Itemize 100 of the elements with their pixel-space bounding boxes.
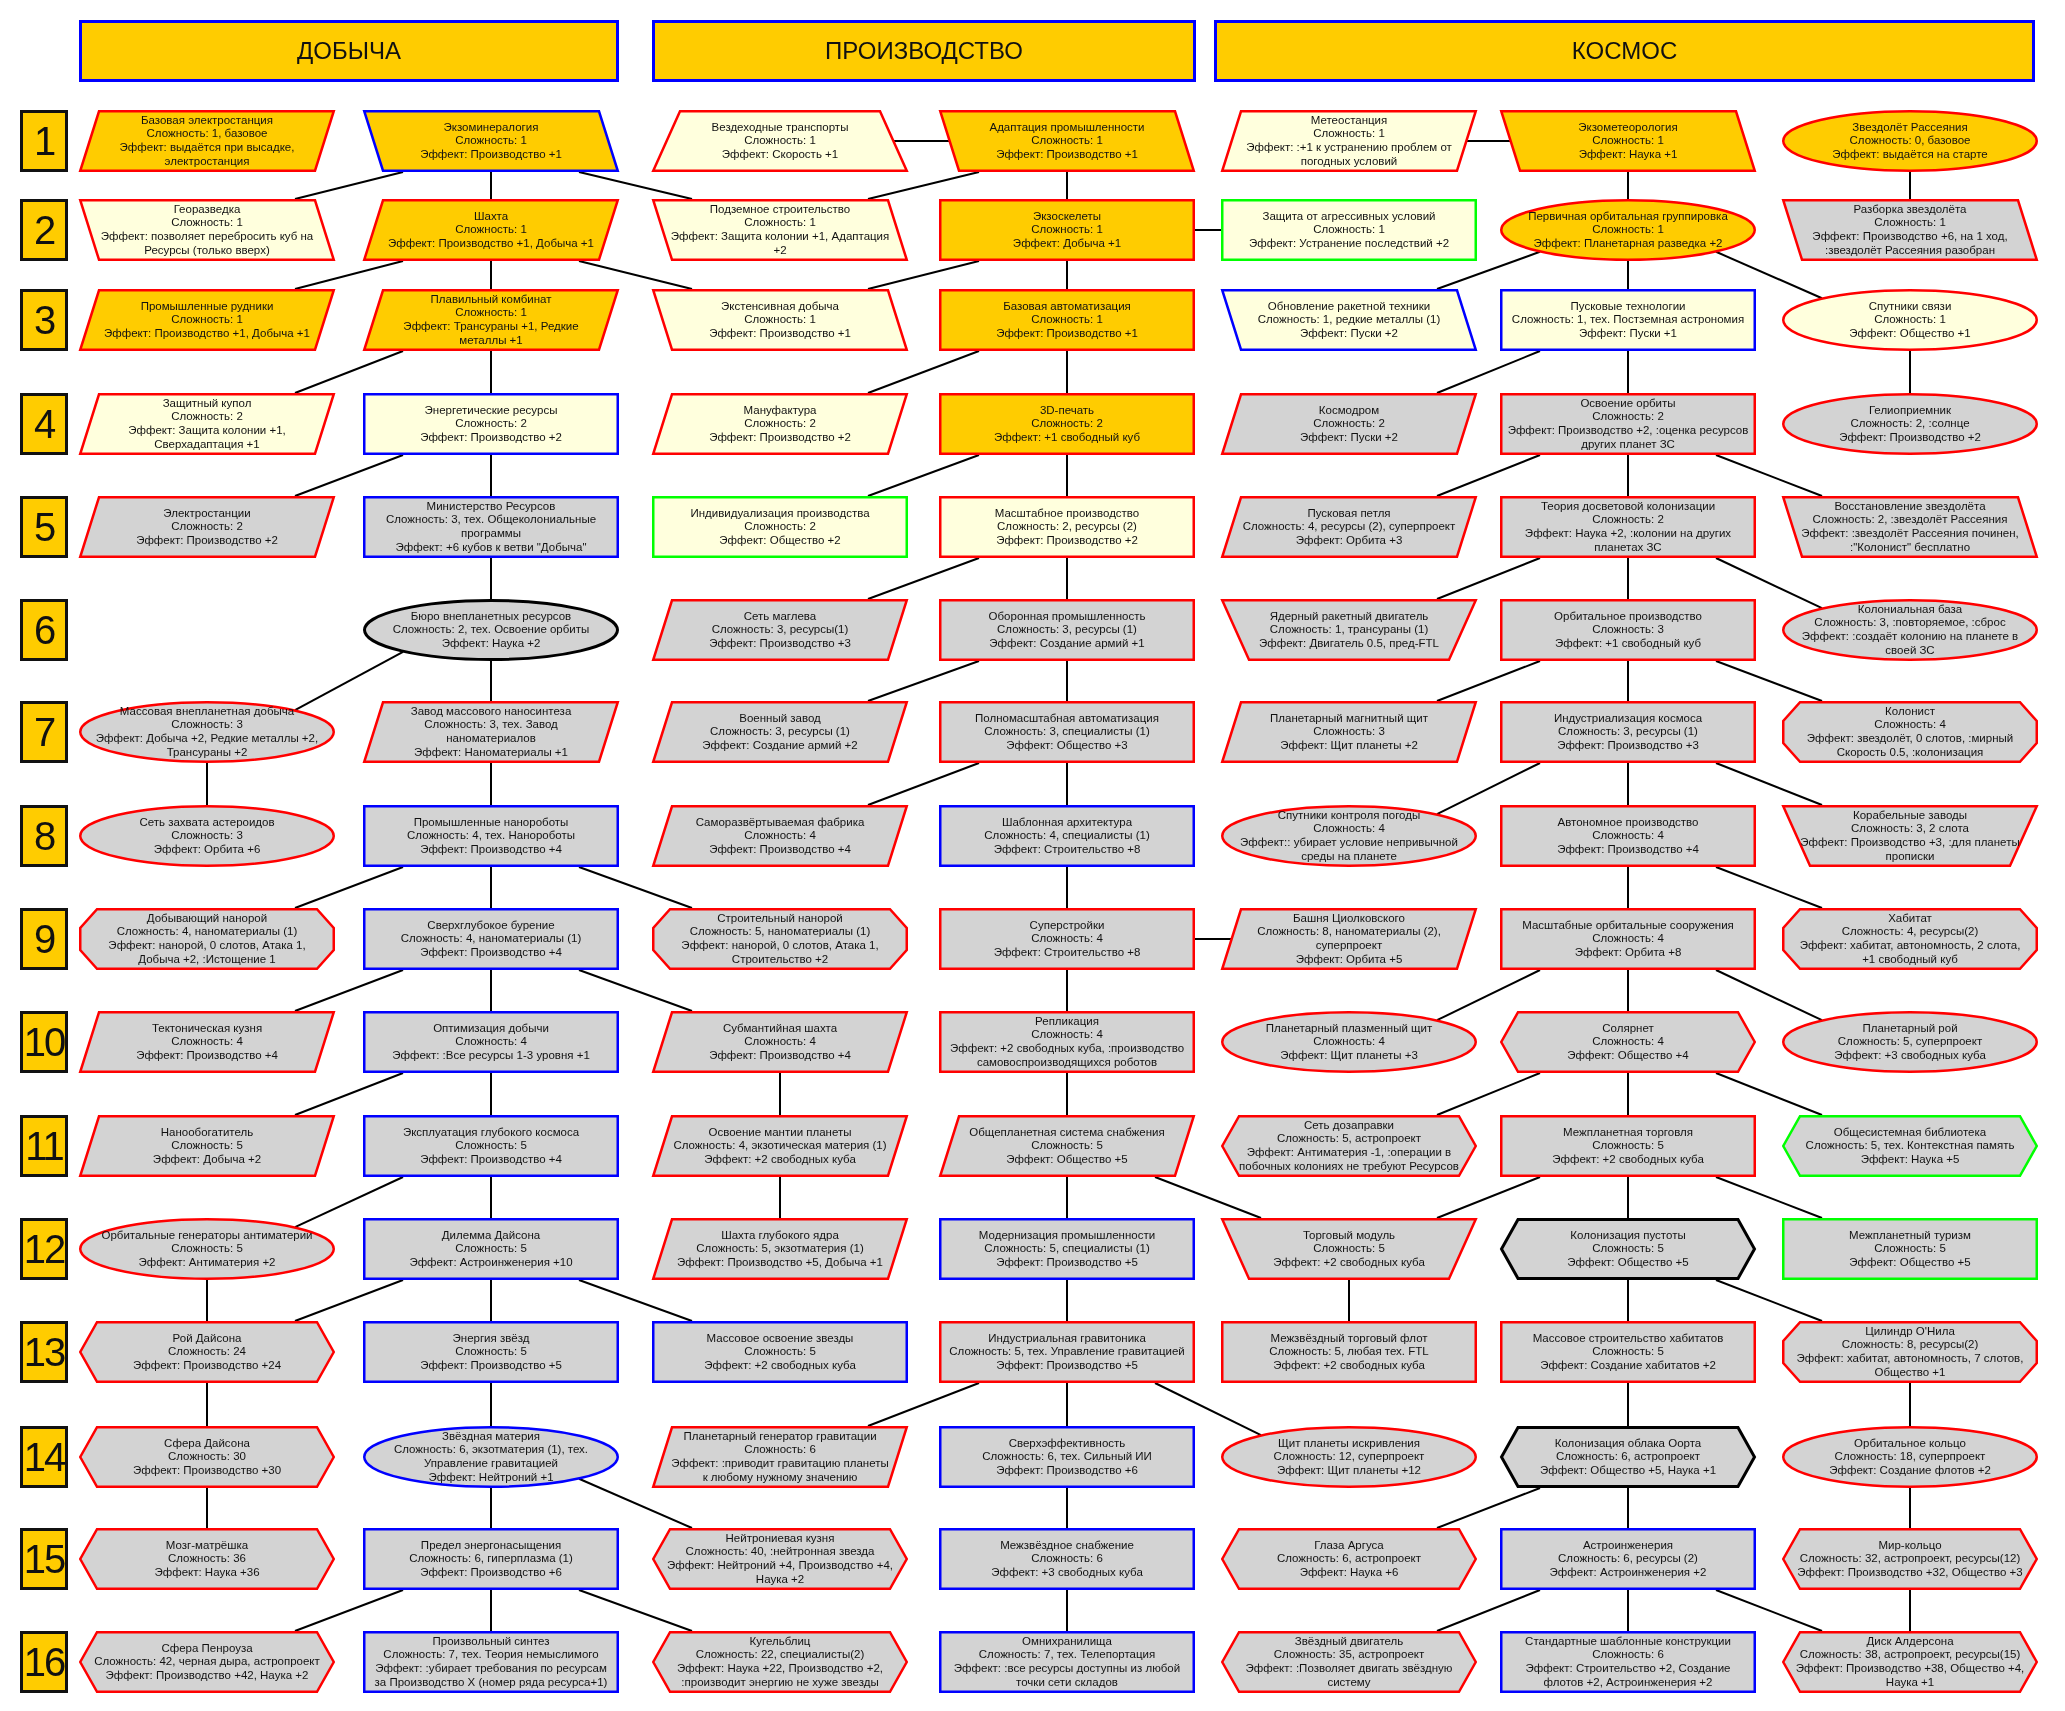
complexity-text: Сложность: 1, редкие металлы (1) — [1257, 313, 1441, 327]
effect-text: Эффект: +2 свободных куба — [704, 1358, 856, 1373]
complexity-text: Сложность: 0, базовое — [1849, 134, 1971, 148]
connector-line — [294, 1589, 404, 1632]
tech-name: Колонист — [1885, 704, 1935, 719]
effect-text: Эффект: :Все ресурсы 1-3 уровня +1 — [392, 1048, 590, 1063]
complexity-text: Сложность: 4, тех. Нанороботы — [407, 829, 575, 843]
effect-text: Эффект: Строительство +2, Создание флотов +2, Астроинженерия +2 — [1524, 1662, 1732, 1690]
complexity-text: Сложность: 5, наноматериалы (1) — [689, 925, 871, 939]
connector-line — [294, 866, 404, 909]
ellipse-node — [1221, 1426, 1477, 1488]
complexity-text: Сложность: 5 — [455, 1345, 527, 1359]
tech-name: Министерство Ресурсов — [426, 499, 556, 514]
connector-line — [294, 260, 404, 290]
connector-line — [867, 1382, 980, 1427]
complexity-text: Сложность: 5 — [1592, 1139, 1664, 1153]
complexity-text: Сложность: 4 — [171, 1035, 243, 1049]
effect-text: Эффект: Общество +5 — [1849, 1255, 1971, 1270]
effect-text: Эффект: Орбита +8 — [1574, 945, 1682, 960]
effect-text: Эффект: Наука +6 — [1299, 1565, 1399, 1580]
tech-name: Модернизация промышленности — [978, 1228, 1156, 1243]
connector-line — [1066, 969, 1068, 1012]
complexity-text: Сложность: 3, тех. Общеколониальные программы — [384, 513, 598, 541]
tech-name: Подземное строительство — [709, 202, 851, 217]
connector-line — [1909, 1486, 1911, 1529]
tech-name: Масштабное производство — [994, 506, 1140, 521]
complexity-text: Сложность: 1 — [171, 216, 243, 230]
effect-text: Эффект: Добыча +2 — [152, 1152, 262, 1167]
effect-text: Эффект: Производство +5 — [996, 1255, 1138, 1270]
connector-line — [1909, 1589, 1911, 1632]
connector-line — [1627, 350, 1629, 394]
process-box — [363, 908, 619, 970]
parallelogram-box — [939, 1115, 1195, 1177]
tech-name: Астроинженерия — [1582, 1538, 1674, 1553]
connector-line — [578, 1589, 693, 1632]
column-header: ДОБЫЧА — [79, 20, 619, 82]
connector-line — [490, 1382, 492, 1428]
effect-text: Эффект: Наука +2 — [441, 636, 541, 651]
complexity-text: Сложность: 5, астропроект — [1276, 1132, 1422, 1146]
effect-text: Эффект: Производство +2 — [420, 430, 562, 445]
connector-line — [1066, 762, 1068, 806]
tech-name: Звездолёт Рассеяния — [1852, 120, 1968, 135]
complexity-text: Сложность: 2 — [171, 410, 243, 424]
parallelogram-box — [652, 289, 908, 351]
complexity-text: Сложность: 5 — [744, 1345, 816, 1359]
effect-text: Эффект: Наноматериалы +1 — [414, 745, 568, 760]
complexity-text: Сложность: 6 — [744, 1443, 816, 1457]
process-box — [1500, 908, 1756, 970]
effect-text: Эффект: Производство +1 — [996, 147, 1138, 162]
tech-name: Дилемма Дайсона — [441, 1228, 541, 1243]
effect-text: Эффект: Двигатель 0.5, пред-FTL — [1259, 636, 1439, 651]
connector-line — [294, 1279, 404, 1322]
effect-text: Эффект: Производство +38, Общество +4, Наука +1 — [1794, 1662, 2026, 1690]
connector-line — [490, 1486, 492, 1529]
tech-name: Энергия звёзд — [452, 1331, 530, 1346]
connector-line — [1066, 260, 1068, 290]
parallelogram-box — [652, 1011, 908, 1073]
parallelogram-box — [363, 199, 619, 261]
parallelogram-box — [1221, 393, 1477, 455]
connector-line — [1909, 349, 1911, 395]
effect-text: Эффект: Пуски +2 — [1300, 430, 1398, 445]
row-number-box: 2 — [20, 199, 68, 261]
complexity-text: Сложность: 5 — [171, 1242, 243, 1256]
complexity-text: Сложность: 3 — [171, 718, 243, 732]
tech-name: Защита от агрессивных условий — [1262, 209, 1436, 224]
tech-name: Сеть захвата астероидов — [139, 815, 275, 830]
tech-name: Солярнет — [1602, 1021, 1654, 1036]
hexagon-box — [1782, 1631, 2038, 1693]
process-box — [1782, 1218, 2038, 1280]
connector-line — [1715, 1589, 1823, 1632]
effect-text: Эффект:: убирает условие непривычной среды на планете — [1239, 836, 1459, 864]
tech-name: Оборонная промышленность — [988, 609, 1146, 624]
row-number-box: 5 — [20, 496, 68, 558]
process-box — [1500, 289, 1756, 351]
connector-line — [1154, 1176, 1262, 1219]
connector-line — [294, 650, 404, 712]
complexity-text: Сложность: 4, наноматериалы (1) — [400, 932, 582, 946]
tech-name: Разборка звездолёта — [1853, 202, 1967, 217]
complexity-text: Сложность: 5 — [1874, 1242, 1946, 1256]
parallelogram-box — [1221, 289, 1477, 351]
tech-name: Экзометеорология — [1578, 120, 1678, 135]
parallelogram-box — [652, 1218, 908, 1280]
tech-name: Рой Дайсона — [172, 1331, 242, 1346]
tech-name: Электростанции — [163, 506, 251, 521]
row-number-box: 7 — [20, 701, 68, 763]
complexity-text: Сложность: 2 — [1031, 417, 1103, 431]
connector-line — [779, 1072, 781, 1116]
tech-name: Защитный купол — [162, 396, 252, 411]
effect-text: Эффект: Общество +4 — [1567, 1048, 1689, 1063]
octagon-box — [1782, 908, 2038, 970]
complexity-text: Сложность: 5 — [455, 1139, 527, 1153]
connector-line — [294, 1176, 404, 1229]
connector-line — [1066, 1382, 1068, 1427]
parallelogram-box — [1500, 110, 1756, 172]
effect-text: Эффект: Производство +6, на 1 ход, :звездолёт Рассеяния разобран — [1811, 230, 2009, 258]
parallelogram-box — [1221, 701, 1477, 763]
process-box — [939, 1011, 1195, 1073]
effect-text: Эффект: +2 свободных куба — [1273, 1358, 1425, 1373]
connector-line — [1627, 1072, 1629, 1116]
tech-name: Глаза Аргуса — [1314, 1538, 1384, 1553]
